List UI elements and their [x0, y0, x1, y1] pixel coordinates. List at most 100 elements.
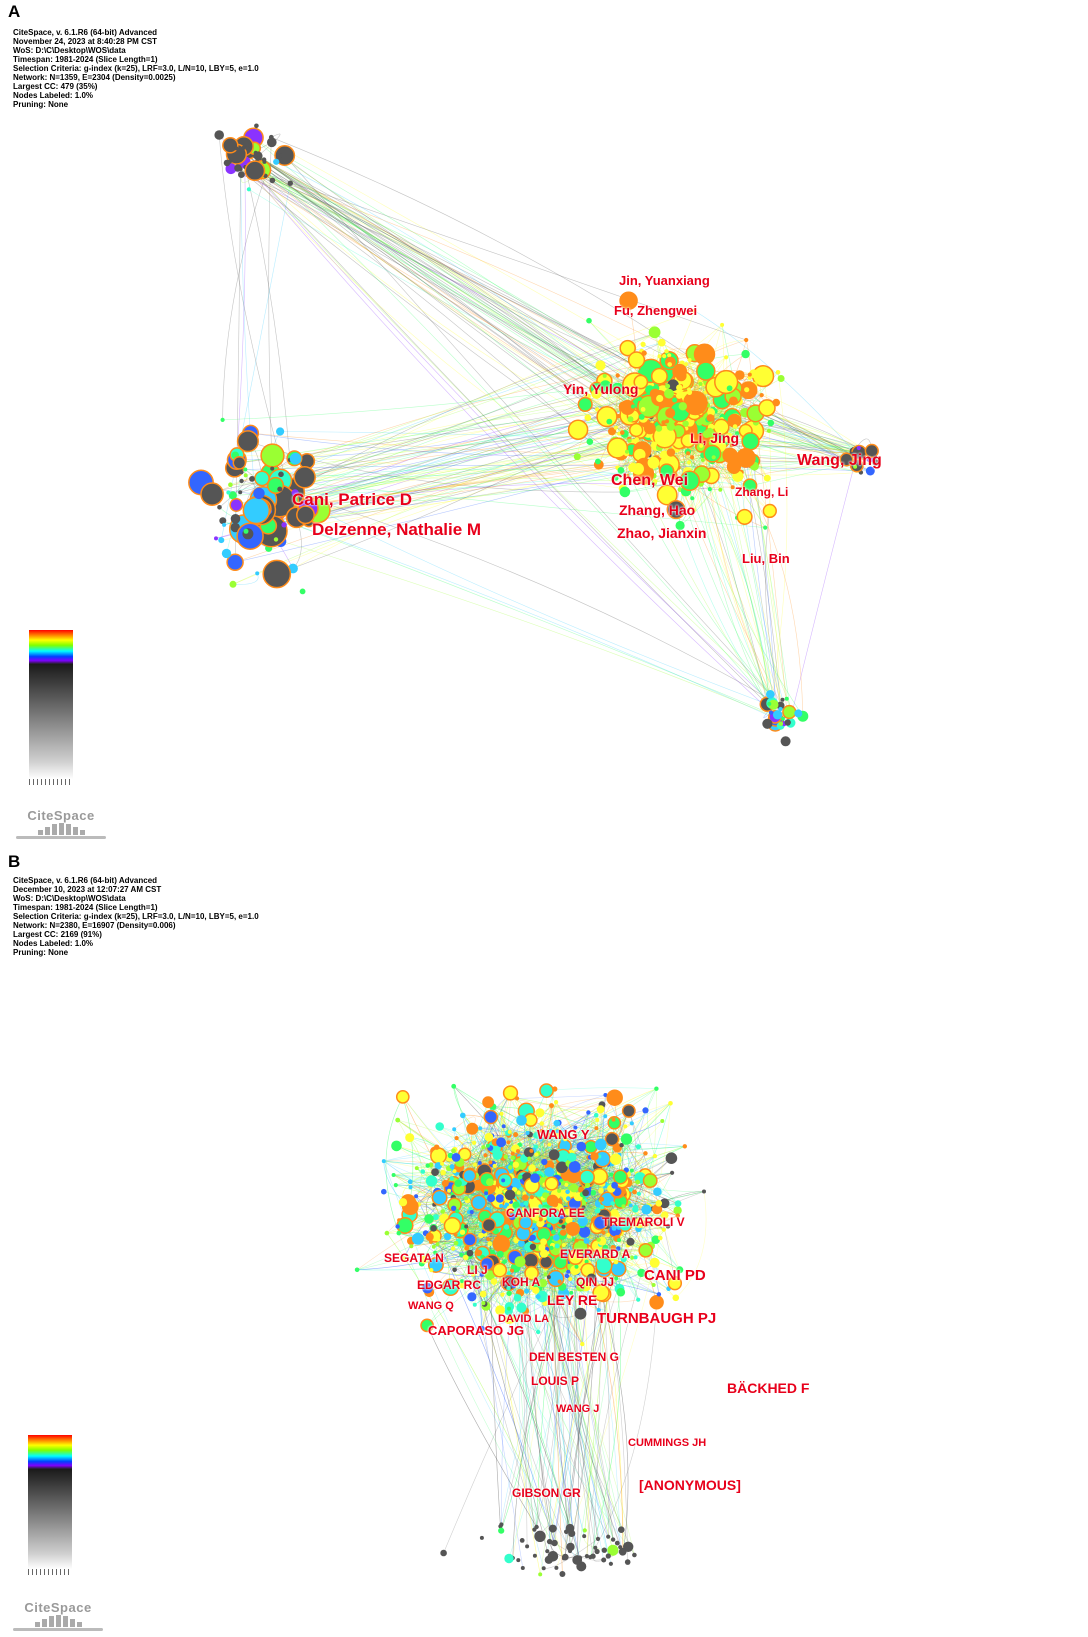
network-node: [744, 387, 750, 393]
network-edge: [245, 167, 640, 404]
network-node: [633, 374, 649, 390]
network-node: [693, 343, 716, 366]
network-edge: [426, 1325, 537, 1528]
network-node: [228, 482, 233, 488]
network-node: [683, 390, 708, 416]
network-edge: [628, 1110, 637, 1204]
network-node: [666, 422, 675, 431]
network-node: [759, 393, 764, 398]
panel-b: B CiteSpace, v. 6.1.R6 (64-bit) Advanced…: [0, 850, 1088, 1637]
network-node: [222, 522, 227, 527]
network-node: [274, 145, 296, 166]
network-node: [686, 451, 691, 456]
network-node: [667, 353, 672, 358]
network-edge: [591, 1114, 623, 1184]
network-node: [627, 438, 632, 443]
network-node: [653, 331, 658, 336]
network-node: [214, 130, 224, 140]
network-node: [865, 466, 875, 476]
network-edge: [516, 1094, 606, 1099]
network-edge: [275, 539, 776, 718]
network-node: [710, 424, 715, 429]
node-label: Fu, Zhengwei: [614, 303, 698, 318]
network-node: [664, 349, 669, 354]
network-node: [772, 398, 780, 407]
network-edge: [508, 1123, 558, 1289]
network-node: [270, 466, 275, 471]
network-edge: [245, 166, 747, 341]
network-node: [778, 721, 784, 726]
network-edge: [255, 154, 606, 387]
network-edge: [527, 1120, 663, 1140]
network-node: [650, 367, 668, 385]
network-edge: [562, 1237, 624, 1260]
network-node: [568, 1277, 573, 1281]
network-edge: [383, 1161, 404, 1203]
network-node: [667, 379, 679, 392]
network-edge: [438, 1148, 516, 1170]
network-edge: [465, 1257, 565, 1559]
network-node: [239, 478, 244, 484]
network-node: [613, 476, 619, 481]
network-node: [381, 1159, 386, 1164]
meta-line: Nodes Labeled: 1.0%: [13, 91, 94, 100]
network-node: [741, 349, 750, 359]
network-edge: [236, 148, 689, 475]
network-node: [255, 571, 260, 576]
network-edge: [600, 1292, 629, 1551]
network-node: [236, 430, 259, 453]
network-node: [732, 424, 738, 429]
network-node: [638, 369, 643, 374]
network-edge: [699, 469, 773, 704]
network-edge: [240, 169, 257, 511]
network-node: [226, 490, 231, 495]
meta-line: WoS: D:\C\Desktop\WOS\data: [13, 46, 126, 55]
network-edge: [442, 1211, 581, 1558]
network-edge: [510, 1155, 655, 1206]
network-node: [262, 559, 292, 589]
network-edge: [385, 1096, 404, 1234]
network-edge: [610, 453, 861, 476]
network-node: [287, 180, 293, 186]
network-node: [253, 487, 265, 500]
network-node: [763, 474, 771, 482]
network-edge: [245, 167, 683, 395]
network-node: [230, 514, 241, 524]
network-node: [287, 491, 292, 496]
network-edge: [386, 1232, 565, 1559]
network-node: [768, 710, 774, 715]
network-edge: [303, 450, 672, 518]
network-edge: [619, 1103, 671, 1291]
network-node: [440, 1169, 446, 1176]
network-edge: [635, 1103, 671, 1210]
network-edge: [788, 447, 860, 725]
node-label: Zhao, Jianxin: [617, 525, 707, 541]
network-node: [678, 402, 687, 411]
network-node: [613, 425, 618, 430]
network-node: [664, 419, 670, 424]
network-edge: [586, 1272, 642, 1557]
network-node: [222, 137, 239, 154]
network-edge: [247, 148, 692, 475]
network-edge: [255, 152, 662, 433]
network-node: [253, 150, 258, 155]
network-node: [279, 153, 284, 158]
network-node: [245, 146, 250, 151]
network-edge: [674, 350, 690, 363]
node-label: Wang, Jing: [797, 452, 882, 469]
network-node: [714, 369, 739, 395]
network-node: [619, 291, 638, 310]
network-edge: [469, 1239, 524, 1569]
node-label: Cani, Patrice D: [292, 490, 412, 509]
network-node: [223, 159, 231, 167]
legend-grayscale: [29, 664, 73, 779]
network-node: [217, 505, 222, 510]
network-edge: [560, 1175, 646, 1222]
network-node: [539, 1083, 554, 1098]
network-node: [619, 486, 631, 498]
network-node: [431, 1244, 436, 1249]
network-edge: [557, 1116, 597, 1132]
network-node: [637, 396, 642, 401]
network-edge: [410, 1206, 487, 1307]
network-edge: [597, 1119, 678, 1211]
